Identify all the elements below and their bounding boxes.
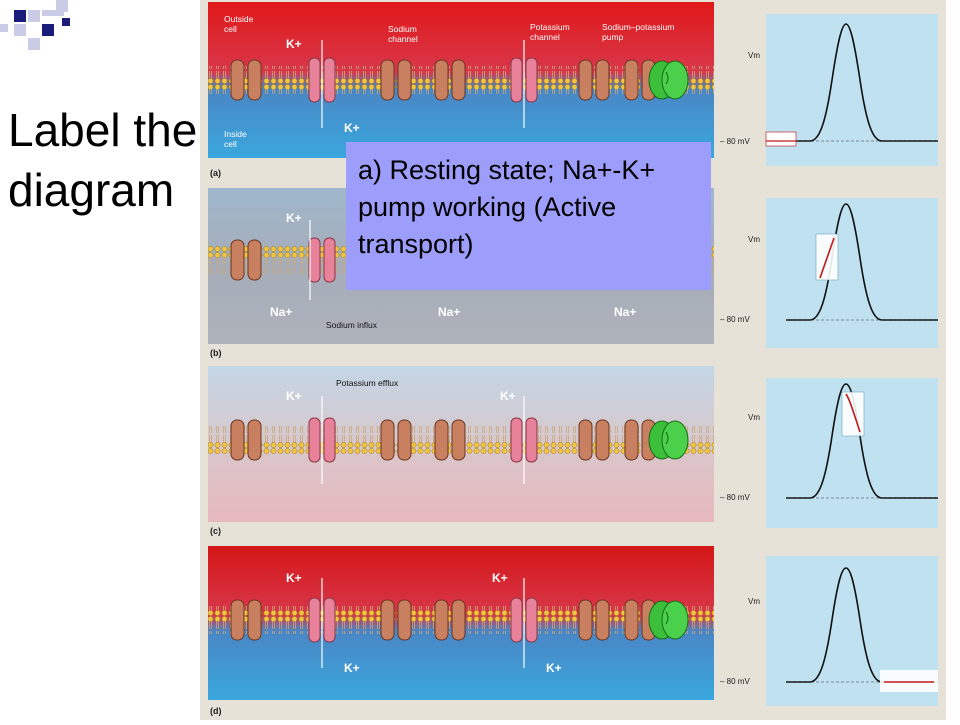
graph-b-vm: Vm	[748, 235, 760, 244]
panel-b-letter: (b)	[210, 348, 222, 358]
k-ion-1: K+	[286, 389, 302, 403]
answer-callout: a) Resting state; Na+-K+ pump working (A…	[346, 142, 711, 290]
sodium-channel-label-2: channel	[388, 34, 418, 44]
panel-c-letter: (c)	[210, 526, 221, 536]
k-ion-bottom: K+	[344, 121, 360, 135]
graph-a-rest: – 80 mV	[720, 137, 750, 146]
graph-b: Vm – 80 mV	[720, 198, 938, 348]
membrane-diagram: Outside cell Inside cell Sodium channel …	[208, 2, 938, 716]
pump-label-2: pump	[602, 32, 624, 42]
k-ion-bottom-1: K+	[344, 661, 360, 675]
inside-label-2: cell	[224, 139, 237, 149]
k-ion-top-1: K+	[286, 571, 302, 585]
na-ion-2: Na+	[438, 305, 460, 319]
corner-decoration	[0, 0, 80, 60]
potassium-efflux-label: Potassium efflux	[336, 378, 399, 388]
potassium-channel-label-2: channel	[530, 32, 560, 42]
k-ion-2: K+	[500, 389, 516, 403]
k-ion-top-2: K+	[492, 571, 508, 585]
graph-c: Vm – 80 mV	[720, 378, 938, 528]
k-ion-top: K+	[286, 37, 302, 51]
graph-d-vm: Vm	[748, 597, 760, 606]
inside-label: Inside	[224, 129, 247, 139]
pump-label: Sodium–potassium	[602, 22, 674, 32]
graph-d: Vm – 80 mV	[720, 556, 938, 706]
panel-c: Potassium efflux K+ K+ (c)	[208, 366, 714, 536]
potassium-channel-label: Potassium	[530, 22, 570, 32]
action-potential-figure: Outside cell Inside cell Sodium channel …	[200, 0, 946, 720]
na-ion-3: Na+	[614, 305, 636, 319]
outside-label: Outside	[224, 14, 254, 24]
graph-a-vm: Vm	[748, 51, 760, 60]
graph-b-rest: – 80 mV	[720, 315, 750, 324]
k-ion: K+	[286, 211, 302, 225]
outside-label-2: cell	[224, 24, 237, 34]
graph-d-rest: – 80 mV	[720, 677, 750, 686]
sodium-channel-label: Sodium	[388, 24, 417, 34]
panel-a: Outside cell Inside cell Sodium channel …	[208, 2, 714, 178]
na-ion-1: Na+	[270, 305, 292, 319]
graph-a: Vm – 80 mV	[720, 14, 938, 166]
panel-d-letter: (d)	[210, 706, 222, 716]
sodium-influx-label: Sodium influx	[326, 320, 378, 330]
callout-text: a) Resting state; Na+-K+ pump working (A…	[358, 155, 656, 259]
panel-d: K+ K+ K+ K+ (d)	[208, 546, 714, 716]
graph-c-vm: Vm	[748, 413, 760, 422]
slide-title: Label the diagram	[8, 104, 198, 216]
panel-a-letter: (a)	[210, 168, 221, 178]
graph-c-rest: – 80 mV	[720, 493, 750, 502]
k-ion-bottom-2: K+	[546, 661, 562, 675]
